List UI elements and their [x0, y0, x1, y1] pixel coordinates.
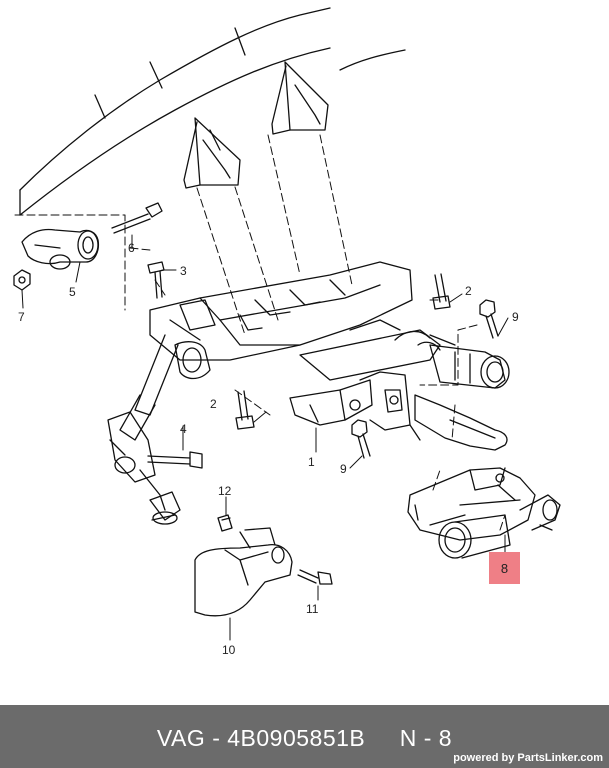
callout-7: 7 [18, 310, 25, 324]
part-11-screw [297, 569, 333, 585]
separator: - [212, 725, 221, 751]
footer-bar: VAG - 4B0905851B N - 8 powered by PartsL… [0, 705, 609, 768]
callout-11: 11 [306, 602, 319, 616]
adjustment-lever [409, 394, 508, 451]
callout-6: 6 [128, 241, 135, 255]
callout-4: 4 [180, 422, 187, 436]
callout-8-highlighted: 8 [489, 552, 520, 584]
upper-shaft-tube [417, 334, 510, 389]
callout-2-upper: 2 [465, 284, 472, 298]
part-9-bolt-lower [351, 419, 371, 459]
alignment-lines [14, 134, 506, 531]
callout-1: 1 [308, 455, 315, 469]
position-code: N - 8 [399, 725, 453, 751]
part-4-bolt [147, 451, 203, 469]
part-info: VAG - 4B0905851B N - 8 [0, 725, 609, 752]
part-1-mounting-bracket [289, 371, 411, 431]
part-12-clip [217, 514, 233, 532]
support-bracket-left [183, 117, 241, 189]
callout-9-upper: 9 [512, 310, 519, 324]
callout-2-lower: 2 [210, 397, 217, 411]
part-8-lock-housing [407, 467, 561, 559]
callout-9-lower: 9 [340, 462, 347, 476]
exploded-parts-diagram [13, 7, 561, 641]
part-number: 4B0905851B [227, 725, 366, 751]
part-2-bolt-lower [235, 390, 255, 430]
part-7-nut [13, 269, 31, 291]
brand-label: VAG [156, 725, 206, 751]
support-bracket-right [271, 61, 329, 135]
part-9-bolt-upper [479, 299, 499, 339]
callout-10: 10 [222, 643, 236, 657]
callout-12: 12 [218, 484, 232, 498]
cross-member [19, 7, 406, 216]
callout-3: 3 [180, 264, 187, 278]
part-2-bolt-upper [432, 273, 451, 310]
callout-5: 5 [69, 285, 76, 299]
part-3-bolt [147, 261, 165, 299]
part-6-bolt [111, 202, 163, 234]
steering-shaft [107, 334, 211, 525]
leader-lines [21, 234, 509, 641]
powered-by-link[interactable]: powered by PartsLinker.com [453, 752, 603, 764]
part-10-trim-cover [194, 527, 293, 617]
steering-column-body [149, 261, 441, 381]
part-5-bearing [21, 228, 100, 270]
